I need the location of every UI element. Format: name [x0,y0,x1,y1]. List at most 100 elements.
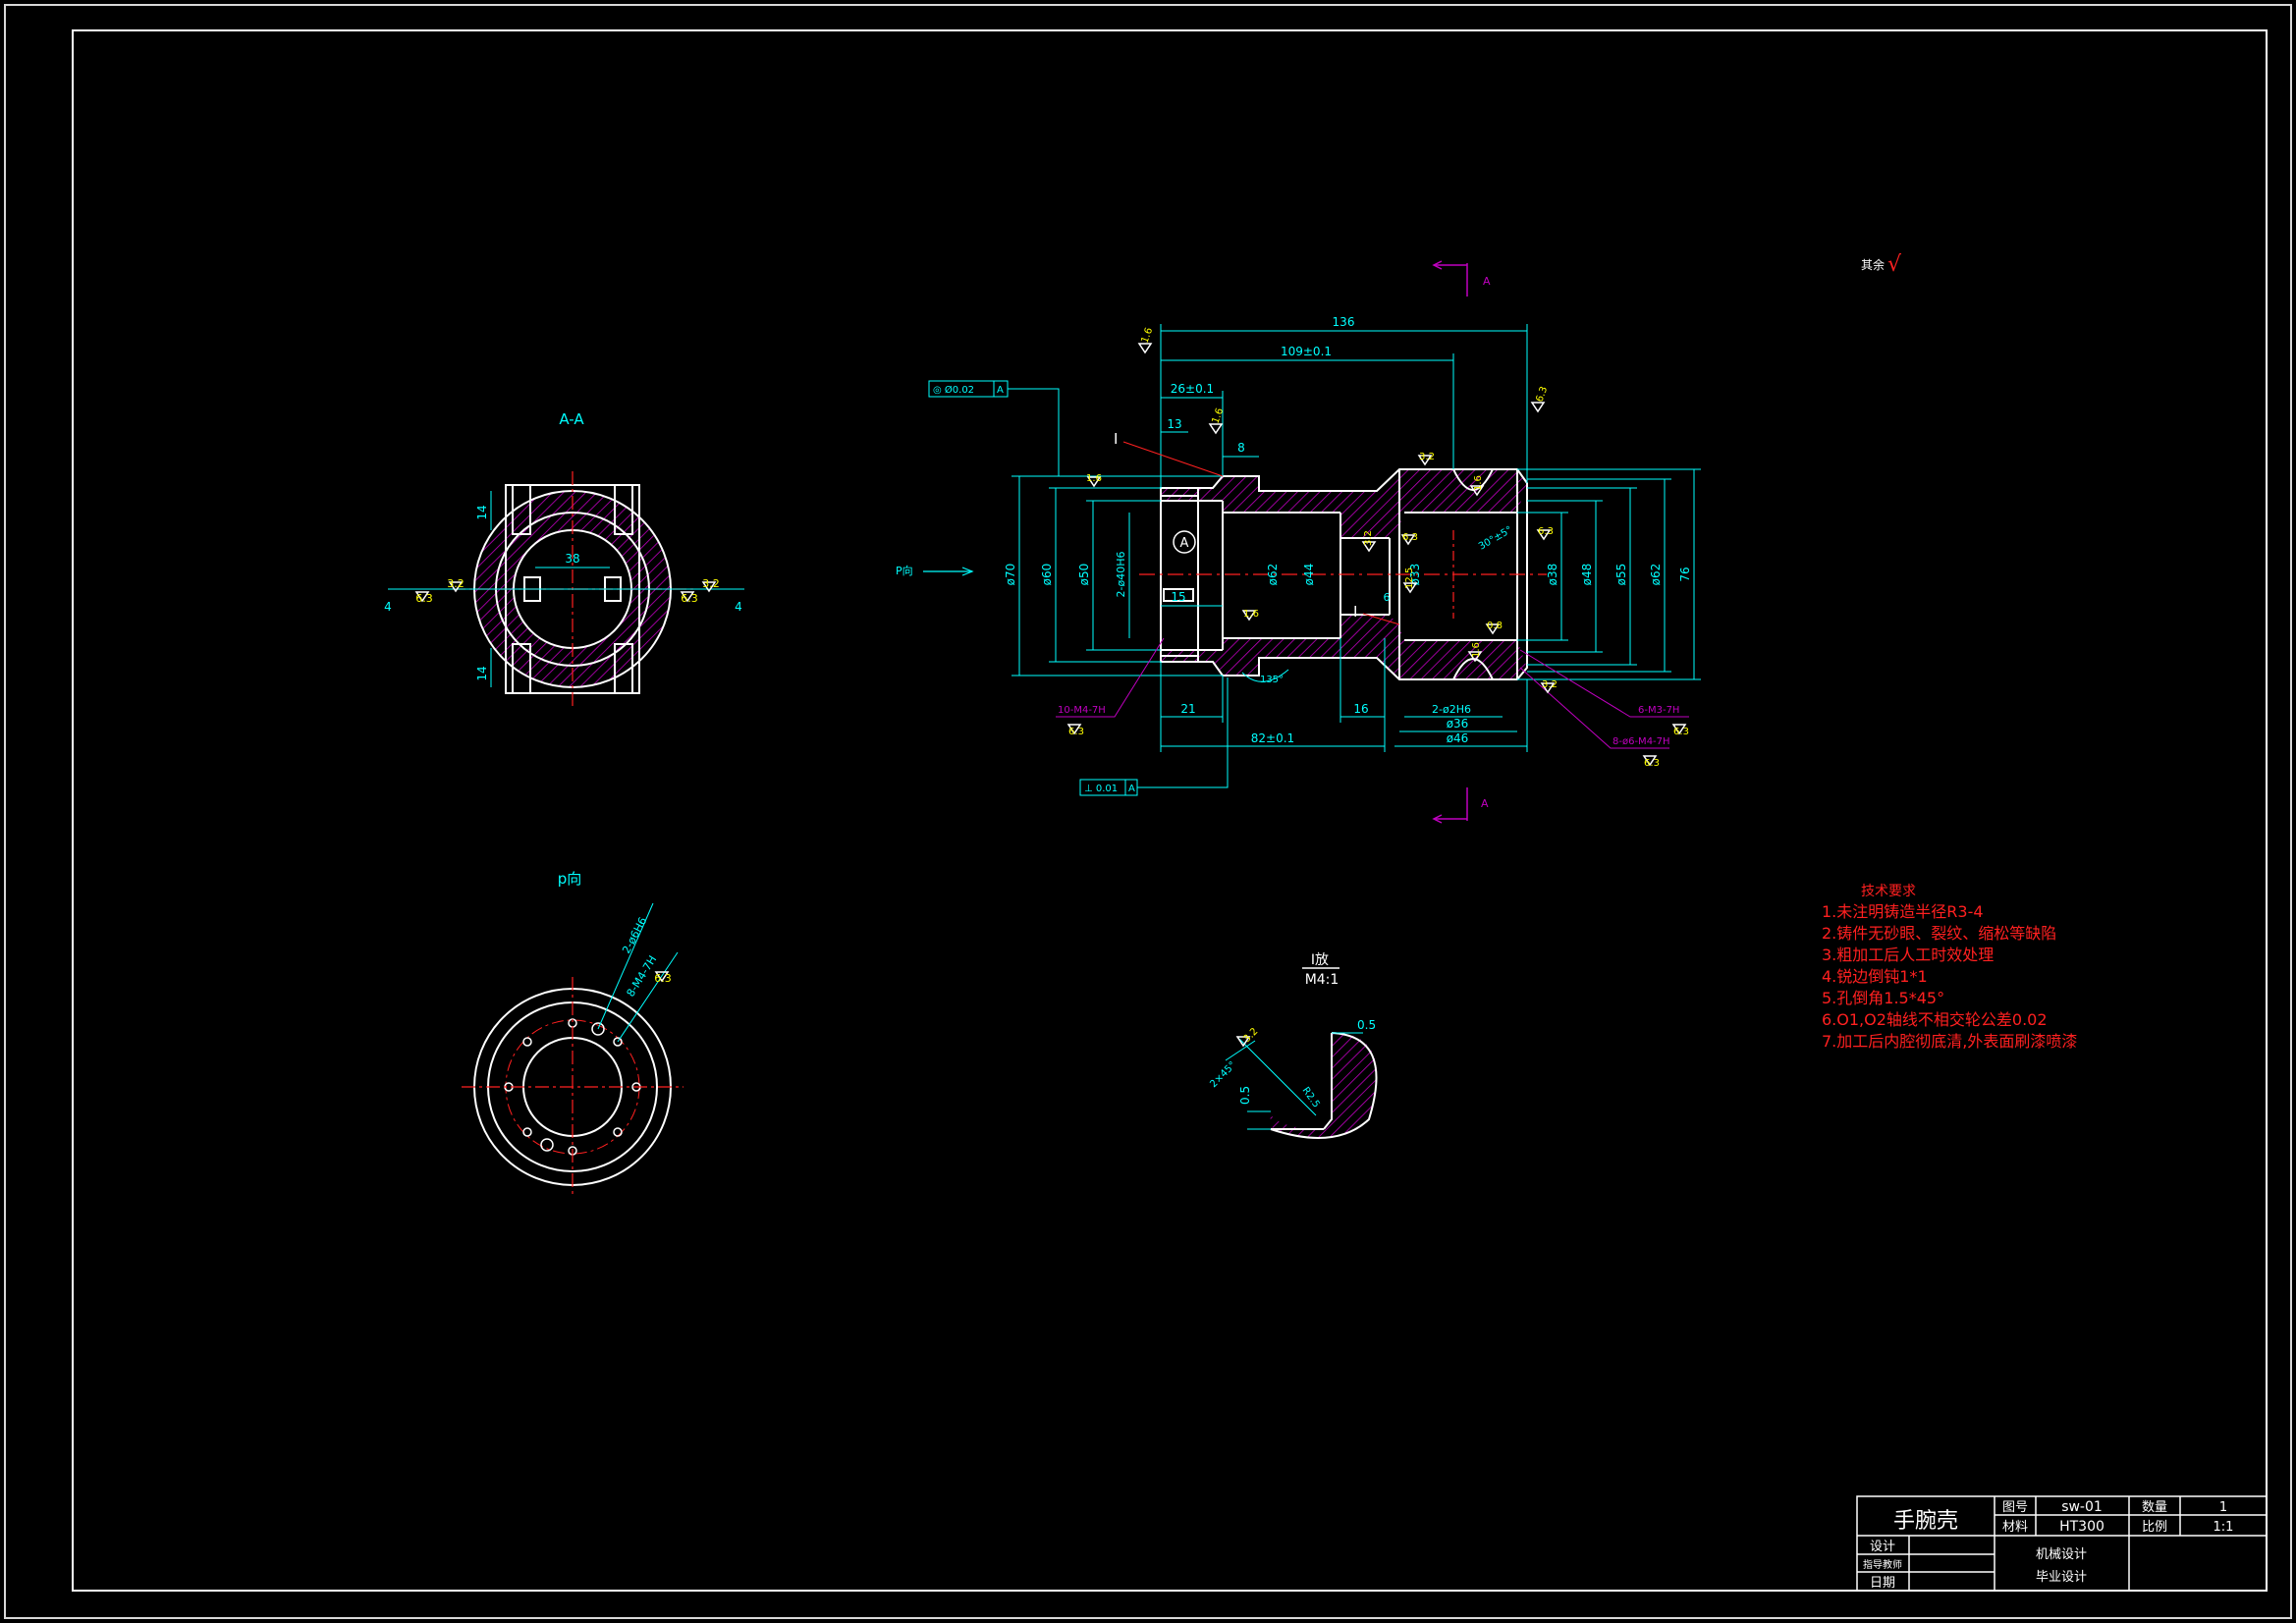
detail-dim-05-left: 0.5 [1238,1086,1252,1105]
section-aa-dim-4-right: 4 [735,600,742,614]
svg-text:6.3: 6.3 [1402,532,1418,543]
svg-text:6.3: 6.3 [415,592,433,605]
detail-profile [1323,1033,1333,1130]
section-plane-top-label: A [1483,275,1491,288]
svg-text:1.6: 1.6 [1086,473,1102,484]
detail-i-marker-right: I [1353,603,1357,621]
detail-scale: M4:1 [1305,972,1339,988]
svg-text:A: A [997,385,1004,396]
detail-dim-radius: R2.5 [1300,1085,1322,1109]
title-part-name: 手腕壳 [1893,1509,1958,1534]
dim-2h6: 2-ø2H6 [1432,703,1471,716]
svg-text:1.6: 1.6 [1243,609,1259,620]
thread-leaders [1056,637,1689,749]
dim-15: 15 [1171,590,1185,604]
title-qty: 1 [2219,1500,2227,1515]
svg-text:1.6: 1.6 [1471,642,1482,658]
note-1: 1.未注明铸造半径R3-4 [1822,902,1984,921]
dim-50: ø50 [1077,564,1091,586]
svg-text:3.2: 3.2 [447,577,465,590]
svg-text:6.3: 6.3 [1673,727,1689,737]
section-aa-roughness-left: 6.3 3.2 [414,577,465,605]
svg-text:1.6: 1.6 [1210,406,1226,425]
title-scale-label: 比例 [2142,1520,2167,1535]
section-aa-dim-4-left: 4 [384,600,392,614]
title-material: HT300 [2059,1519,2105,1535]
dim-6: 6 [1384,591,1391,604]
dim-46: ø46 [1447,731,1469,745]
technical-requirements: 技术要求 1.未注明铸造半径R3-4 2.铸件无砂眼、裂纹、缩松等缺陷 3.粗加… [1822,884,2077,1051]
svg-text:⊥ 0.01: ⊥ 0.01 [1084,784,1118,794]
svg-text:12.5: 12.5 [1404,568,1415,589]
section-plane-bottom [1432,787,1468,824]
dim-38: ø38 [1546,564,1559,586]
note-7: 7.加工后内腔彻底清,外表面刷漆喷漆 [1822,1032,2077,1051]
section-aa-slot-right-bottom [614,643,633,694]
svg-text:0.8: 0.8 [1487,621,1503,631]
title-qty-label: 数量 [2142,1500,2167,1515]
main-top-dims [1160,324,1528,488]
p-direction-label: P向 [896,564,913,577]
dim-55: ø55 [1614,564,1628,586]
main-roughness-symbols: 1.6 1.6 1.6 3.2 6.3 1.6 6.3 6.3 3.2 12.5… [1066,326,1689,769]
section-aa-ring-hatch [474,491,671,687]
thread-label-10m4: 10-M4-7H [1058,705,1106,716]
detail-dim-05-top: 0.5 [1357,1018,1376,1032]
dim-40: 2-ø40H6 [1115,552,1127,598]
p-view-roughness: 6.3 [654,971,672,985]
title-subject-1: 机械设计 [2036,1547,2087,1562]
main-bottom-dims [1160,605,1528,752]
dim-62a: ø62 [1266,564,1280,586]
dim-13: 13 [1167,417,1181,431]
dim-33: ø33 [1408,564,1422,586]
svg-text:6.3: 6.3 [1068,727,1084,737]
section-aa-slot-right-top [614,484,633,535]
title-drawing-no: sw-01 [2061,1499,2103,1515]
detail-i-view: I放 M4:1 0.5 0.5 2×45° R2.5 3.2 [1208,952,1378,1139]
svg-text:6.3: 6.3 [654,972,672,985]
dim-26: 26±0.1 [1171,382,1214,396]
section-aa-view: A-A 38 14 14 4 4 [384,410,744,707]
section-plane-top [1432,260,1468,297]
title-date-label: 日期 [1870,1576,1895,1591]
title-block: 手腕壳 图号 sw-01 数量 1 材料 HT300 比例 1:1 设计 指导教… [1856,1495,2268,1592]
section-aa-roughness-right: 6.3 3.2 [680,577,720,605]
svg-text:3.2: 3.2 [1542,679,1558,690]
detail-dim-chamfer: 2×45° [1208,1059,1238,1090]
svg-text:1.6: 1.6 [1139,326,1155,345]
section-aa-dim-14-bottom: 14 [475,666,489,680]
main-right-dims [1517,468,1701,680]
tolerance-concentric-frame: ◎ Ø0.02 A [928,380,1060,476]
main-body-hatch-top [1161,469,1527,538]
detail-roughness: 3.2 [1235,1026,1260,1048]
dim-44: ø44 [1302,564,1316,586]
dim-136: 136 [1333,315,1355,329]
thread-label-8m4: 8-ø6-M4-7H [1613,736,1670,747]
dim-21: 21 [1180,702,1195,716]
section-aa-dim-38: 38 [565,552,579,566]
note-2: 2.铸件无砂眼、裂纹、缩松等缺陷 [1822,924,2056,943]
main-left-dims [1011,475,1223,676]
note-5: 5.孔倒角1.5*45° [1822,989,1944,1007]
dim-109: 109±0.1 [1281,345,1332,358]
note-6: 6.O1,O2轴线不相交轮公差0.02 [1822,1010,2048,1029]
detail-hatch [1269,1033,1378,1137]
section-aa-label: A-A [559,410,584,428]
datum-a-circle [1173,530,1196,554]
detail-i-marker-top: I [1114,430,1118,448]
svg-text:3.2: 3.2 [702,577,720,590]
note-4: 4.锐边倒钝1*1 [1822,967,1928,986]
title-design-label: 设计 [1870,1540,1895,1554]
section-plane-bottom-label: A [1481,797,1489,810]
title-subject-2: 毕业设计 [2036,1570,2087,1585]
svg-text:其余: 其余 [1861,257,1885,272]
dim-36: ø36 [1447,717,1469,730]
tolerance-perpendicular-frame: ⊥ 0.01 A [1079,677,1229,796]
title-drawing-no-label: 图号 [2002,1500,2028,1515]
svg-text:√: √ [1887,252,1902,277]
p-view-thread-label-1: 2-ø6H6 [620,915,649,955]
svg-text:1.6: 1.6 [1473,475,1484,491]
main-body-hatch-bottom [1161,615,1527,679]
dim-30deg: 30°±5° [1477,524,1514,552]
